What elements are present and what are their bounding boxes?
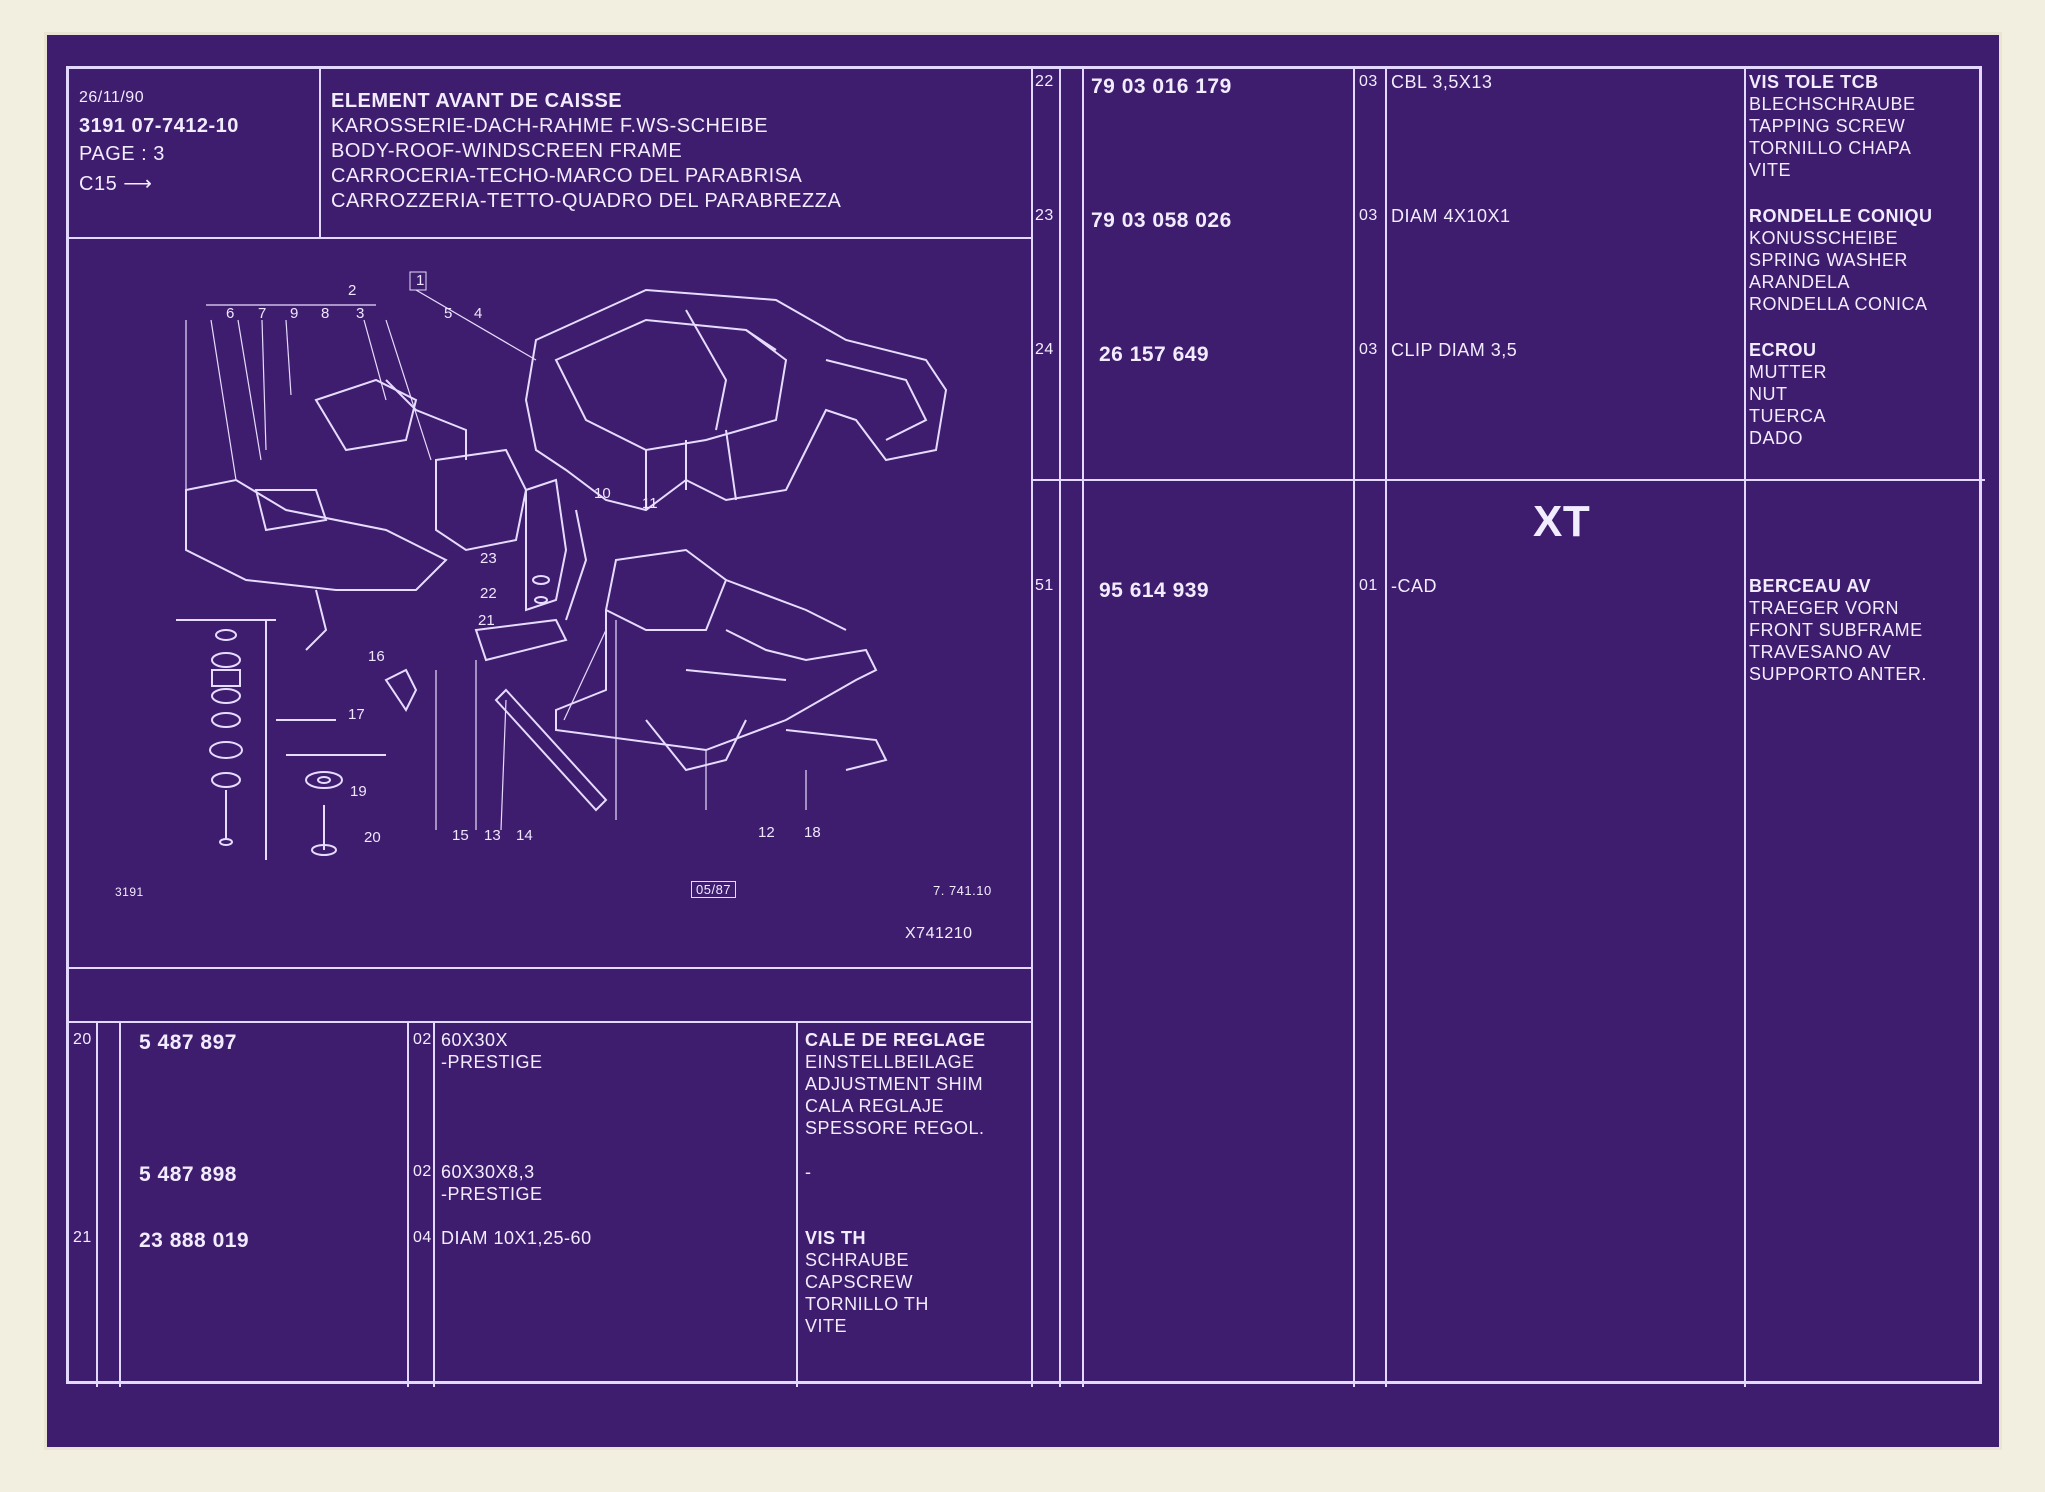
spec: DIAM 10X1,25-60 [441,1228,592,1248]
title-es: CARROCERIA-TECHO-MARCO DEL PARABRISA [331,165,803,187]
callout: 19 [350,783,367,800]
part-number: 26 157 649 [1099,343,1210,366]
description: CALE DE REGLAGE EINSTELLBEILAGE ADJUSTME… [805,1030,986,1138]
item-number: 22 [1035,73,1054,90]
description: VIS TH SCHRAUBE CAPSCREW TORNILLO TH VIT… [805,1228,929,1336]
section-label: XT [1533,497,1591,546]
callout: 3 [356,305,364,322]
diagram-code-mid: 05/87 [691,881,737,898]
divider [1031,69,1033,1387]
title-en: BODY-ROOF-WINDSCREEN FRAME [331,140,683,162]
callout: 8 [321,305,329,322]
spec: 60X30X8,3 -PRESTIGE [441,1162,543,1204]
divider [433,1021,435,1387]
quantity: 03 [1359,341,1378,358]
divider [1353,69,1355,1387]
diagram-code-left: 3191 [115,885,144,899]
callout: 6 [226,305,234,322]
callout: 21 [478,612,495,629]
callout: 9 [290,305,298,322]
part-number: 5 487 898 [139,1163,237,1186]
quantity: 02 [413,1163,432,1180]
callout: 22 [480,585,497,602]
item-number: 24 [1035,341,1054,358]
divider [407,1021,409,1387]
callout-labels: 1 2 3 4 5 6 7 8 9 10 11 12 13 14 15 16 1… [226,271,821,846]
title-block: ELEMENT AVANT DE CAISSE KAROSSERIE-DACH-… [331,89,841,214]
diagram-reference: X741210 [905,925,973,942]
callout: 10 [594,485,611,502]
part-number: 5 487 897 [139,1031,237,1054]
arrow-right-icon: ⟶ [123,173,153,195]
parts-catalog-sheet: 26/11/90 3191 07-7412-10 PAGE : 3 C15 ⟶ … [66,66,1985,1387]
callout: 7 [258,305,266,322]
continuation-label: C15 [79,173,118,195]
callout: 14 [516,827,533,844]
exploded-parts-diagram: 1 2 3 4 5 6 7 8 9 10 11 12 13 14 15 16 1… [176,271,948,860]
callout: 20 [364,829,381,846]
callout: 4 [474,305,482,322]
divider [1744,69,1746,1387]
diagram-code-right: 7. 741.10 [933,883,992,898]
page-number: PAGE : 3 [79,143,165,165]
callout: 13 [484,827,501,844]
description: ECROU MUTTER NUT TUERCA DADO [1749,340,1827,448]
part-number: 79 03 058 026 [1091,209,1232,232]
quantity: 03 [1359,73,1378,90]
date: 26/11/90 [79,89,145,106]
callout: 23 [480,550,497,567]
spec: -CAD [1391,576,1437,596]
divider [119,1021,121,1387]
spec: DIAM 4X10X1 [1391,206,1511,226]
divider [69,967,1033,969]
item-number: 20 [73,1031,92,1048]
quantity: 04 [413,1229,432,1246]
divider [69,1021,1033,1023]
quantity: 02 [413,1031,432,1048]
description: BERCEAU AV TRAEGER VORN FRONT SUBFRAME T… [1749,576,1927,684]
divider [1059,69,1061,1387]
description: - [805,1162,812,1182]
continuation: C15 ⟶ [79,171,152,196]
subframe-drawing [555,548,888,772]
title-it: CARROZZERIA-TETTO-QUADRO DEL PARABREZZA [331,190,842,212]
microfiche-frame [44,32,2002,1450]
body-shell-drawing [524,288,948,512]
callout: 17 [348,706,365,723]
divider [796,1021,798,1387]
divider [1385,69,1387,1387]
spec: CBL 3,5X13 [1391,72,1493,92]
spec: CLIP DIAM 3,5 [1391,340,1518,360]
crossmember-drawing [185,378,608,812]
quantity: 01 [1359,577,1378,594]
description: VIS TOLE TCB BLECHSCHRAUBE TAPPING SCREW… [1749,72,1916,180]
divider [1031,479,1985,481]
part-number: 79 03 016 179 [1091,75,1232,98]
spec: 60X30X -PRESTIGE [441,1030,543,1072]
part-number: 95 614 939 [1099,579,1210,602]
divider [319,69,321,237]
title-de: KAROSSERIE-DACH-RAHME F.WS-SCHEIBE [331,115,769,137]
title-fr: ELEMENT AVANT DE CAISSE [331,90,623,112]
description: RONDELLE CONIQU KONUSSCHEIBE SPRING WASH… [1749,206,1933,314]
ref-line: 3191 07-7412-10 [79,115,239,137]
callout: 12 [758,824,775,841]
callout: 1 [416,272,424,289]
quantity: 03 [1359,207,1378,224]
fasteners-drawing [176,575,550,860]
divider [69,237,1033,239]
part-number: 23 888 019 [139,1229,250,1252]
callout: 18 [804,824,821,841]
callout: 16 [368,648,385,665]
callout: 2 [348,282,356,299]
item-number: 23 [1035,207,1054,224]
leader-lines [185,289,807,831]
divider [1082,69,1084,1387]
item-number: 21 [73,1229,92,1246]
callout: 15 [452,827,469,844]
divider [96,1021,98,1387]
item-number: 51 [1035,577,1054,594]
callout: 5 [444,305,452,322]
callout: 11 [642,495,658,512]
